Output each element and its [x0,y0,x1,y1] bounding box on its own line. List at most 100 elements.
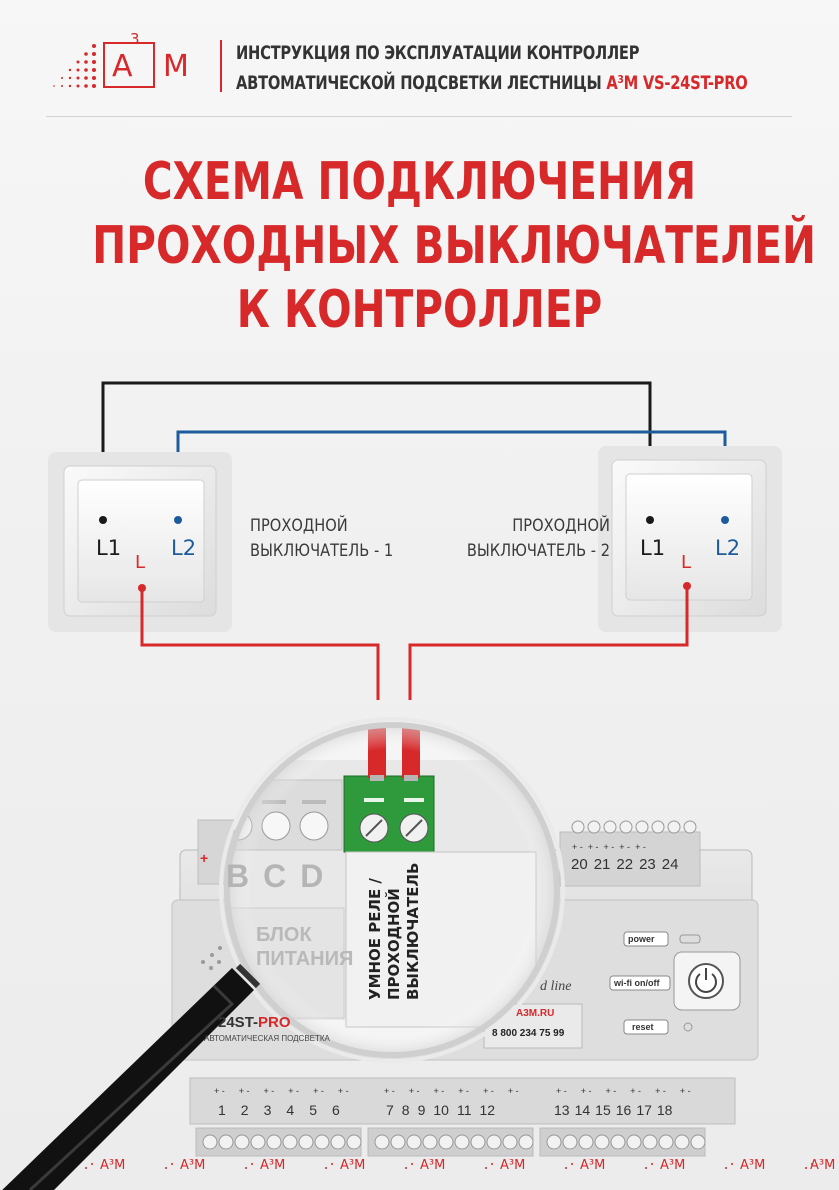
terminal-number: 23 [639,856,656,873]
polarity: + - [313,1086,324,1096]
site-label: A3M.RU [516,1008,555,1019]
terminal-number: 16 [615,1102,632,1118]
switch-2-l1-label: L1 [640,536,666,560]
top-polarity: + - [635,842,646,852]
line-label: d line [540,979,572,994]
reset-button[interactable]: reset [632,1022,654,1032]
page-title-line1: СХЕМА ПОДКЛЮЧЕНИЯ [142,152,697,212]
block-label: БЛОК [256,924,312,946]
module-letters: BCD [226,858,337,895]
model-label: 24ST-PRO [218,1014,291,1031]
bottom-polarity-b: + -+ -+ -+ -+ -+ - [384,1086,519,1096]
power-label: ПИТАНИЯ [256,948,354,970]
logo-box [103,42,155,88]
polarity: + - [384,1086,395,1096]
terminal-number: 12 [479,1102,496,1118]
polarity: + - [679,1086,691,1096]
logo-superscript: 3 [130,30,140,48]
header-model: VS-24ST-PRO [638,72,748,94]
terminal-number: 24 [661,856,679,873]
terminal-number: 20 [571,856,588,873]
terminal-number: 18 [656,1102,673,1118]
relay-label: УМНОЕ РЕЛЕ / ПРОХОДНОЙ ВЫКЛЮЧАТЕЛЬ [366,830,423,1000]
footer-logo: А³М [340,1158,366,1173]
top-polarity: + - [587,842,599,852]
header-title-line1: ИНСТРУКЦИЯ ПО ЭКСПЛУАТАЦИИ КОНТРОЛЛЕР [236,42,640,64]
terminal-number: 17 [636,1102,652,1118]
switch-2-caption: ПРОХОДНОЙ ВЫКЛЮЧАТЕЛЬ - 2 [464,514,610,564]
footer-logo: А³М [810,1158,836,1173]
header-title-line2: АВТОМАТИЧЕСКОЙ ПОДСВЕТКИ ЛЕСТНИЦЫ А³М VS… [236,68,748,98]
terminal-number: 6 [331,1102,340,1118]
terminal-number: 8 [401,1102,410,1118]
header-title: ИНСТРУКЦИЯ ПО ЭКСПЛУАТАЦИИ КОНТРОЛЛЕР АВ… [236,38,748,98]
header-brand: А³М [606,72,639,94]
polarity: + - [433,1086,445,1096]
top-polarity: + - [603,842,615,852]
terminal-number: 22 [616,856,634,873]
switch-2-l-label: L [681,552,692,573]
terminal-number: 13 [554,1102,570,1118]
polarity: + - [630,1086,642,1096]
terminal-number: 11 [456,1102,472,1118]
switch-2[interactable] [598,446,782,632]
footer-logo: А³М [420,1158,446,1173]
model-pro: PRO [258,1014,291,1031]
header-title-line2-prefix: АВТОМАТИЧЕСКОЙ ПОДСВЕТКИ ЛЕСТНИЦЫ [236,72,607,94]
header-divider [46,116,792,117]
power-button[interactable]: power [628,934,655,944]
terminal-number: 9 [417,1102,426,1118]
switch-2-caption-line1: ПРОХОДНОЙ [512,516,610,536]
logo-letter-m: М [163,49,189,84]
terminal-number: 21 [593,856,611,873]
footer-logo: А³М [740,1158,766,1173]
polarity: + - [605,1086,617,1096]
switch-2-l2-label: L2 [715,536,741,560]
plus-sign: + [200,850,209,866]
top-terminals: 20 21 22 23 24 [571,856,678,873]
switch-1-caption: ПРОХОДНОЙ ВЫКЛЮЧАТЕЛЬ - 1 [250,514,393,564]
footer-logo: А³М [580,1158,606,1173]
footer-logo: А³М [500,1158,526,1173]
switch-1-l-label: L [135,552,146,573]
magnifier-lens [219,717,565,1063]
magnifier-handle [2,963,261,1190]
polarity: + - [507,1086,519,1096]
model-part: 24ST- [218,1014,259,1031]
module-letter-c: C [263,858,301,894]
top-polarity: + - [572,842,583,852]
footer-logo: А³М [180,1158,206,1173]
terminal-number: 3 [263,1102,272,1118]
polarity: + - [458,1086,470,1096]
terminal-number: 7 [386,1102,394,1118]
terminal-number: 4 [286,1102,295,1118]
terminal-number: 2 [240,1102,249,1118]
module-letter-b: B [226,858,264,894]
relay-label-line1: УМНОЕ РЕЛЕ / [366,878,384,1000]
top-polarity: + - [619,842,631,852]
page-title-line2: ПРОХОДНЫХ ВЫКЛЮЧАТЕЛЕЙ [92,216,816,276]
footer-logo: А³М [260,1158,286,1173]
polarity: + - [580,1086,592,1096]
switch-1-l1-label: L1 [96,536,122,560]
switch-1-l2-label: L2 [171,536,197,560]
logo-dots-icon [53,44,96,88]
polarity: + - [556,1086,567,1096]
switch-1[interactable] [48,452,232,632]
polarity: + - [337,1086,349,1096]
footer-logo: А³М [100,1158,126,1173]
wire-red [140,586,689,700]
terminal-number: 14 [574,1102,591,1118]
relay-label-line3: ВЫКЛЮЧАТЕЛЬ [404,862,422,1000]
page-title: СХЕМА ПОДКЛЮЧЕНИЯ ПРОХОДНЫХ ВЫКЛЮЧАТЕЛЕЙ… [92,150,816,342]
switch-1-caption-line1: ПРОХОДНОЙ [250,516,348,536]
model-subtitle: АВТОМАТИЧЕСКАЯ ПОДСВЕТКА [204,1034,330,1043]
relay-label-line2: ПРОХОДНОЙ [385,888,403,1000]
footer-strip [85,1163,813,1169]
wifi-button[interactable]: wi-fi on/off [614,978,660,988]
terminal-number: 10 [433,1102,449,1118]
